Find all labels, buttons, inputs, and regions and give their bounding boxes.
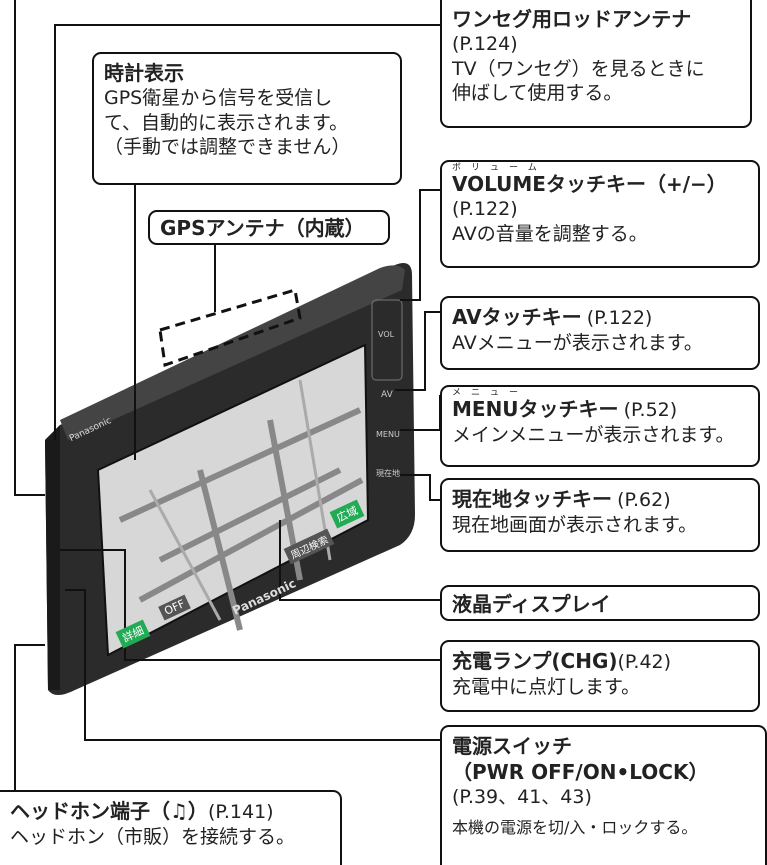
volume-title: VOLUMEタッチキー（+/−） bbox=[452, 172, 727, 196]
oneseg-antenna-line-2: 伸ばして使用する。 bbox=[452, 82, 623, 105]
clock-line-1: GPS衛星から信号を受信し bbox=[104, 87, 333, 109]
navigation-device bbox=[45, 262, 415, 695]
volume-desc: AVの音量を調整する。 bbox=[452, 222, 648, 245]
power-ref: (P.39、41、43) bbox=[452, 786, 592, 808]
charge-ref: (P.42) bbox=[617, 651, 672, 673]
power-callout: 電源スイッチ （PWR OFF/ON•LOCK） (P.39、41、43) 本機… bbox=[440, 725, 767, 865]
oneseg-antenna-title: ワンセグ用ロッドアンテナ bbox=[452, 7, 692, 31]
current-location-ref: (P.62) bbox=[617, 489, 671, 511]
volume-ref: (P.122) bbox=[452, 198, 518, 220]
av-callout: AVタッチキー (P.122) AVメニューが表示されます。 bbox=[440, 296, 760, 370]
headphone-desc: ヘッドホン（市販）を接続する。 bbox=[10, 825, 296, 848]
menu-key-label[interactable]: MENU bbox=[376, 430, 400, 439]
power-title-2: （PWR OFF/ON•LOCK） bbox=[452, 760, 709, 784]
gps-antenna-callout: GPSアンテナ（内蔵） bbox=[148, 210, 390, 245]
clock-title: 時計表示 bbox=[104, 61, 184, 85]
lcd-callout: 液晶ディスプレイ bbox=[440, 585, 760, 621]
current-location-title: 現在地タッチキー bbox=[452, 487, 612, 511]
current-location-desc: 現在地画面が表示されます。 bbox=[452, 513, 698, 536]
menu-ruby: メニュー bbox=[452, 388, 529, 398]
charge-callout: 充電ランプ(CHG)(P.42) 充電中に点灯します。 bbox=[440, 640, 760, 712]
vol-key-label[interactable]: VOL bbox=[378, 330, 395, 339]
clock-callout: 時計表示 GPS衛星から信号を受信し て、自動的に表示されます。 （手動では調整… bbox=[92, 52, 402, 185]
clock-line-2: て、自動的に表示されます。 bbox=[104, 111, 349, 134]
headphone-title: ヘッドホン端子（♫） bbox=[10, 799, 208, 823]
lcd-screen[interactable] bbox=[96, 343, 370, 657]
gps-antenna-title: GPSアンテナ（内蔵） bbox=[160, 216, 365, 240]
power-desc: 本機の電源を切/入・ロックする。 bbox=[452, 817, 698, 837]
gps-antenna-area bbox=[158, 288, 302, 368]
power-title-1: 電源スイッチ bbox=[452, 734, 572, 758]
oneseg-antenna-ref: (P.124) bbox=[452, 33, 518, 55]
volume-ruby: ボリューム bbox=[452, 163, 547, 173]
av-title: AVタッチキー bbox=[452, 305, 582, 329]
current-location-key-label[interactable]: 現在地 bbox=[376, 469, 400, 478]
av-ref: (P.122) bbox=[586, 307, 653, 329]
headphone-ref: (P.141) bbox=[207, 801, 274, 823]
current-location-callout: 現在地タッチキー (P.62) 現在地画面が表示されます。 bbox=[440, 478, 760, 552]
charge-desc: 充電中に点灯します。 bbox=[452, 675, 641, 698]
menu-callout: メニュー MENUタッチキー (P.52) メインメニューが表示されます。 bbox=[440, 385, 760, 467]
menu-title: MENUタッチキー bbox=[452, 397, 619, 421]
clock-line-3: （手動では調整できません） bbox=[104, 136, 351, 159]
menu-desc: メインメニューが表示されます。 bbox=[452, 423, 735, 446]
oneseg-antenna-line-1: TV（ワンセグ）を見るときに bbox=[452, 57, 705, 80]
lcd-title: 液晶ディスプレイ bbox=[452, 592, 611, 616]
charge-title: 充電ランプ(CHG) bbox=[452, 649, 618, 673]
av-desc: AVメニューが表示されます。 bbox=[452, 331, 703, 354]
oneseg-antenna-callout: ワンセグ用ロッドアンテナ (P.124) TV（ワンセグ）を見るときに 伸ばして… bbox=[440, 0, 752, 128]
volume-callout: ボリューム VOLUMEタッチキー（+/−） (P.122) AVの音量を調整す… bbox=[440, 160, 760, 268]
menu-ref: (P.52) bbox=[623, 399, 678, 421]
av-key-label[interactable]: AV bbox=[381, 390, 393, 400]
headphone-callout: ヘッドホン端子（♫）(P.141) ヘッドホン（市販）を接続する。 bbox=[0, 790, 342, 865]
